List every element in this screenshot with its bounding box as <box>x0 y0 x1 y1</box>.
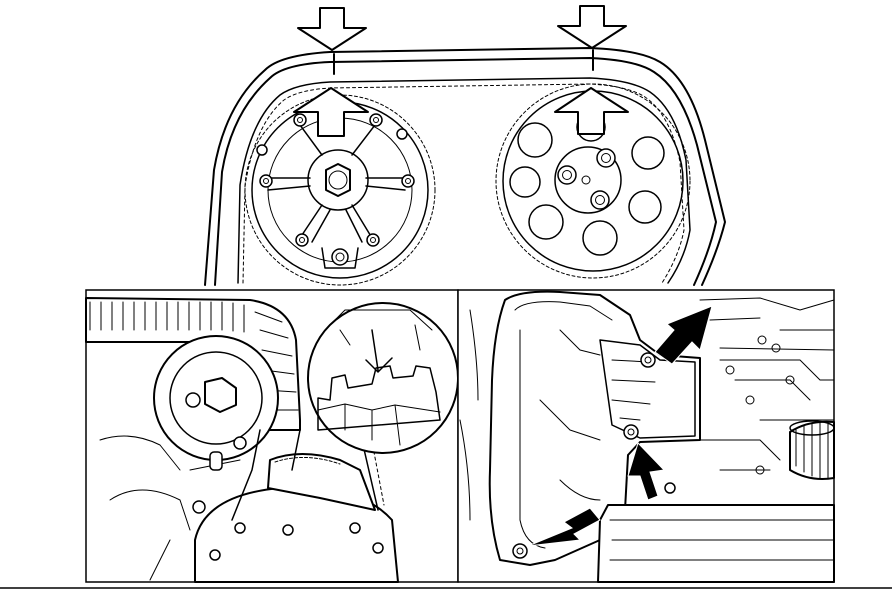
cover-raised-section <box>599 339 696 439</box>
crankshaft-sprocket-teeth <box>274 456 341 465</box>
small-bolt-1 <box>233 436 247 450</box>
left-pulley-lower-tab <box>321 247 359 269</box>
right-pulley-bolts <box>557 148 616 210</box>
timing-belt-cover-outline <box>204 47 726 286</box>
alignment-arrow-pulley-right <box>554 87 629 135</box>
left-pulley-center-ring <box>307 149 369 211</box>
crankshaft-pulley-holes <box>209 522 384 561</box>
detail-upper-lines <box>334 309 433 351</box>
left-pulley-hex-bolt <box>325 163 351 197</box>
right-pulley-teeth <box>495 83 691 279</box>
bolt-pointer-arrow-upper <box>654 305 713 365</box>
magnified-detail-circle <box>307 302 459 454</box>
cover-bolts <box>512 352 676 559</box>
right-camshaft-pulley <box>495 83 691 279</box>
bolt-pointer-arrow-lower <box>527 507 601 547</box>
engine-block-lines <box>99 435 241 581</box>
top-panel <box>204 5 726 286</box>
alignment-arrow-belt-left <box>297 7 367 51</box>
head-cover-ribs <box>609 519 835 561</box>
detail-sprocket-face <box>317 403 441 446</box>
crank-belt-teeth <box>89 301 299 411</box>
tensioner-bolt <box>185 392 201 408</box>
tensioner-pulley-inner <box>169 351 263 445</box>
cover-inner-contour <box>514 301 613 549</box>
left-pulley-bolts <box>256 113 415 266</box>
small-bolt-2 <box>192 500 206 514</box>
detail-sprocket <box>317 365 441 431</box>
timing-belt-outer <box>214 57 717 286</box>
detail-pointer-arrow <box>365 329 393 373</box>
timing-belt-teeth <box>242 83 685 284</box>
right-pulley-hub <box>554 146 622 214</box>
alignment-arrow-belt-right <box>557 5 627 49</box>
belt-lower-teeth <box>365 409 385 506</box>
oil-filler-cap <box>789 420 835 480</box>
cover-rib-lines <box>611 359 656 421</box>
engine-stud <box>209 451 223 471</box>
tensioner-hex-nut <box>204 377 237 413</box>
left-pulley-bolt-face <box>328 170 348 190</box>
crankshaft-sprocket <box>267 453 376 511</box>
left-pulley-spokes <box>267 124 406 243</box>
engine-background-lines <box>459 297 835 521</box>
bolt-pointer-arrow-middle <box>627 442 666 501</box>
cylinder-head-cover <box>597 504 835 583</box>
timing-belt-inner-edge <box>237 77 691 284</box>
alignment-arrow-pulley-left <box>293 87 369 137</box>
bottom-right-panel <box>457 289 835 583</box>
bottom-left-panel <box>85 289 459 583</box>
